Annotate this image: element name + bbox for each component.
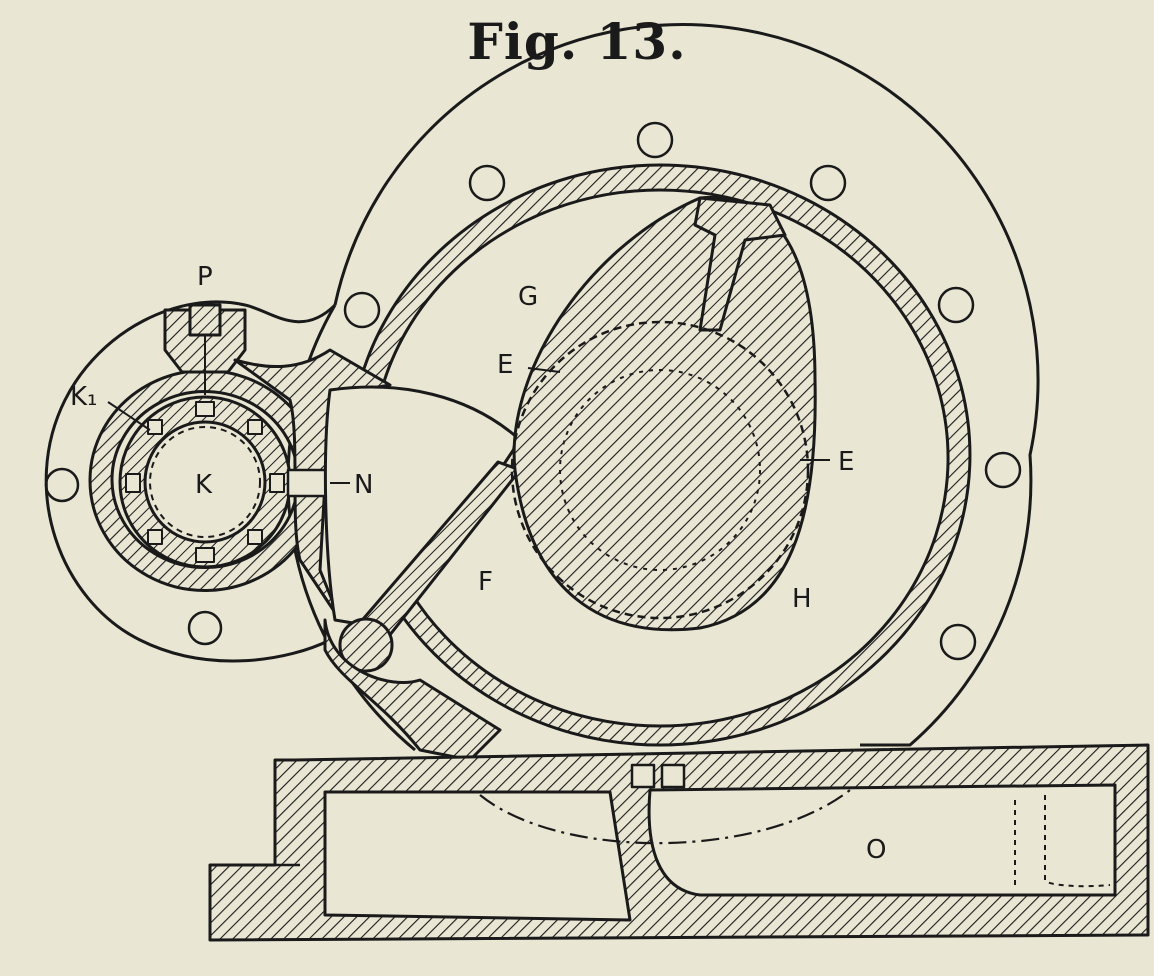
lower-pivot-housing [323,618,502,762]
flange-bolt-holes [343,121,1022,661]
sump-float-outline [1014,795,1111,890]
eccentric-inner [559,369,761,571]
left-casing-outline [44,300,337,663]
outlet-ports [630,763,686,789]
leader-lines [107,367,830,484]
label-f: F [478,567,493,597]
sump-swing-arc [479,789,851,845]
label-h: H [792,584,812,614]
channel-n [286,468,330,498]
bearing-rollers [125,401,285,563]
oil-plug-p [163,303,247,395]
label-e-upper: E [497,350,513,380]
label-e-right: E [838,447,854,477]
label-k: K [195,470,213,500]
vane-pivot [338,617,394,673]
part-labels: P K₁ K N G E E F H O [70,262,886,865]
rotor-tip-seal [693,196,787,332]
left-casing-bolt-left [44,467,80,503]
rotor-e [512,195,817,632]
housing-wall [348,163,972,747]
eccentric-outer [510,320,810,620]
label-n: N [354,470,373,500]
left-casing-bolt-bottom [187,610,223,646]
label-o: O [866,835,886,865]
bearing-k1-inner [143,420,267,544]
label-g: G [518,282,538,312]
label-p: P [197,262,213,292]
label-k1: K₁ [70,382,97,412]
shaft-k [149,426,261,538]
figure-title: Fig. 13. [467,12,687,71]
